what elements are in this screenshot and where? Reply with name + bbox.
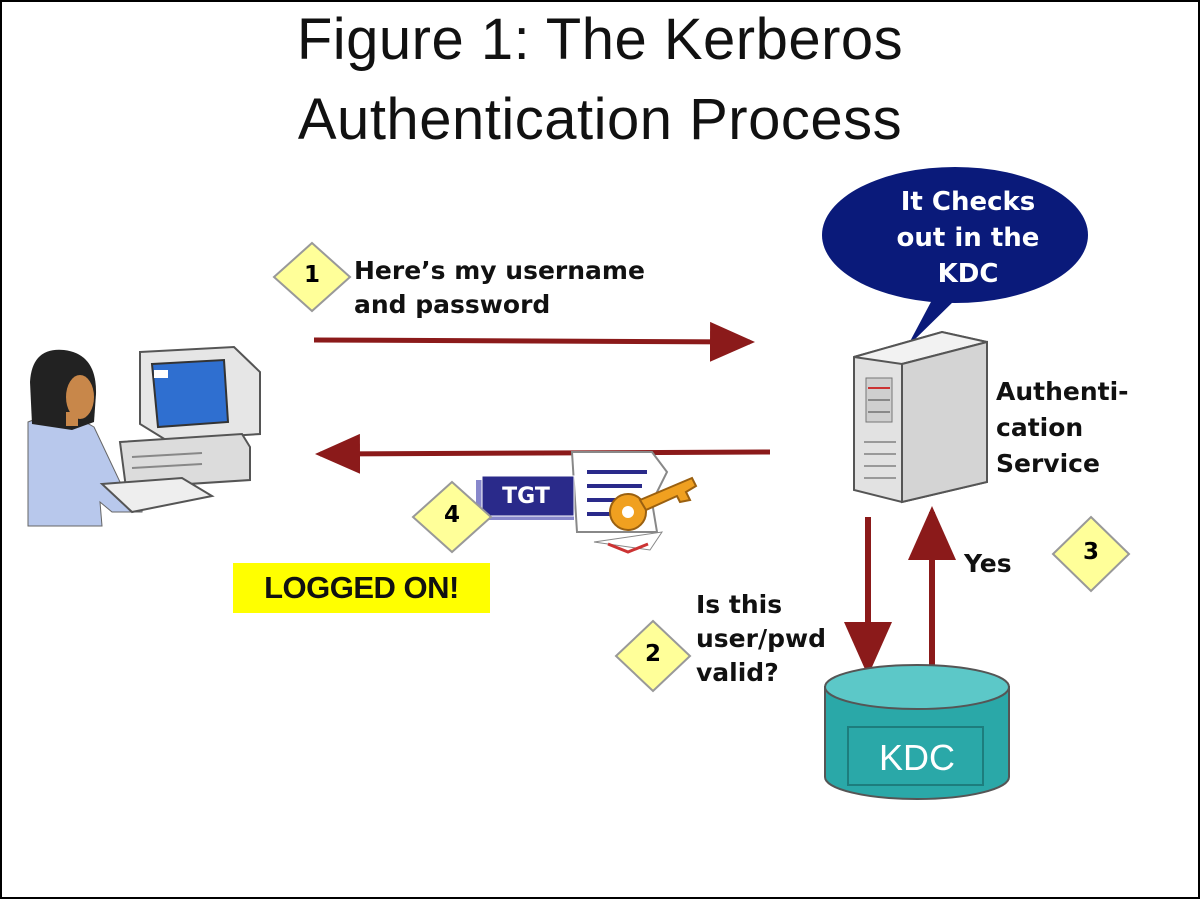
- server-label-line2: cation: [996, 413, 1084, 442]
- user-at-computer-icon: [27, 345, 261, 527]
- step-2-label-line1: Is this: [696, 590, 783, 619]
- database-icon: [824, 664, 1010, 800]
- arrow-credentials-to-server: [313, 321, 755, 362]
- tgt-badge-label: TGT: [502, 484, 550, 509]
- step-4-diamond: [411, 480, 493, 554]
- figure-title-line2: Authentication Process: [297, 87, 903, 152]
- step-1-label: Here’s my username and password: [354, 254, 645, 322]
- step-1-label-line2: and password: [354, 290, 551, 319]
- kdc-label: KDC: [878, 737, 955, 778]
- speech-bubble-text: It Checks out in the KDC: [848, 184, 1088, 292]
- arrow-tgt-to-client: [315, 433, 771, 474]
- server-label: Authenti- cation Service: [996, 374, 1129, 482]
- step-4-number: 4: [443, 502, 460, 528]
- step-1-diamond: [272, 241, 352, 313]
- step-3-number: 3: [1082, 539, 1099, 565]
- step-1-label-line1: Here’s my username: [354, 256, 645, 285]
- server-label-line1: Authenti-: [996, 377, 1129, 406]
- key-icon: [609, 476, 698, 531]
- step-2-label: Is this user/pwd valid?: [696, 588, 826, 690]
- logged-on-status: LOGGED ON!: [233, 563, 490, 613]
- speech-bubble-line1: It Checks: [900, 187, 1036, 217]
- step-2-label-line2: user/pwd: [696, 624, 826, 653]
- step-2-number: 2: [644, 641, 661, 667]
- server-icon: [853, 330, 988, 504]
- speech-bubble-line3: KDC: [937, 259, 999, 289]
- tgt-badge: [476, 475, 575, 520]
- figure-title-line1: Figure 1: The Kerberos: [296, 7, 904, 72]
- step-1-number: 1: [303, 262, 320, 288]
- server-label-line3: Service: [996, 449, 1100, 478]
- step-2-diamond: [614, 619, 692, 693]
- speech-bubble-line2: out in the: [896, 223, 1040, 253]
- speech-bubble: [822, 167, 1088, 347]
- step-3-label: Yes: [964, 549, 1012, 578]
- step-3-diamond: [1051, 515, 1131, 593]
- step-2-label-line3: valid?: [696, 658, 779, 687]
